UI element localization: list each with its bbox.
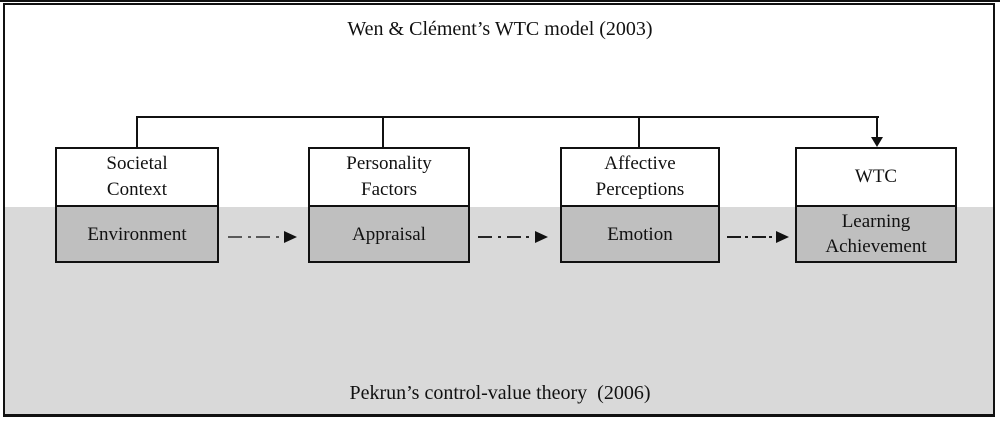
connector-drop-personality-factors [382,116,384,147]
box-personality-factors: Personality Factors Appraisal [308,147,470,263]
box-bottom-label: Learning Achievement [797,207,955,261]
outer-frame [3,3,995,417]
box-affective-perceptions: Affective Perceptions Emotion [560,147,720,263]
dashdot-arrow-icon [228,230,297,243]
arrow-down-icon [871,137,883,147]
wtc-model-title: Wen & Clément’s WTC model (2003) [347,18,653,40]
box-wtc: WTC Learning Achievement [795,147,957,263]
dashdot-arrow-icon [727,230,789,243]
box-top-label: Affective Perceptions [562,149,718,207]
connector-drop-affective-perceptions [638,116,640,147]
figure-top-rule [0,0,1000,2]
box-top-label: WTC [797,149,955,207]
box-bottom-label: Appraisal [310,207,468,261]
dashdot-arrow-icon [478,230,548,243]
box-top-label: Societal Context [57,149,217,207]
box-top-label: Personality Factors [310,149,468,207]
box-societal-context: Societal Context Environment [55,147,219,263]
box-bottom-label: Environment [57,207,217,261]
connector-drop-wtc [876,116,878,138]
pekrun-theory-title: Pekrun’s control-value theory (2006) [349,382,651,404]
connector-horizontal-line [137,116,879,118]
connector-drop-societal-context [136,116,138,147]
box-bottom-label: Emotion [562,207,718,261]
